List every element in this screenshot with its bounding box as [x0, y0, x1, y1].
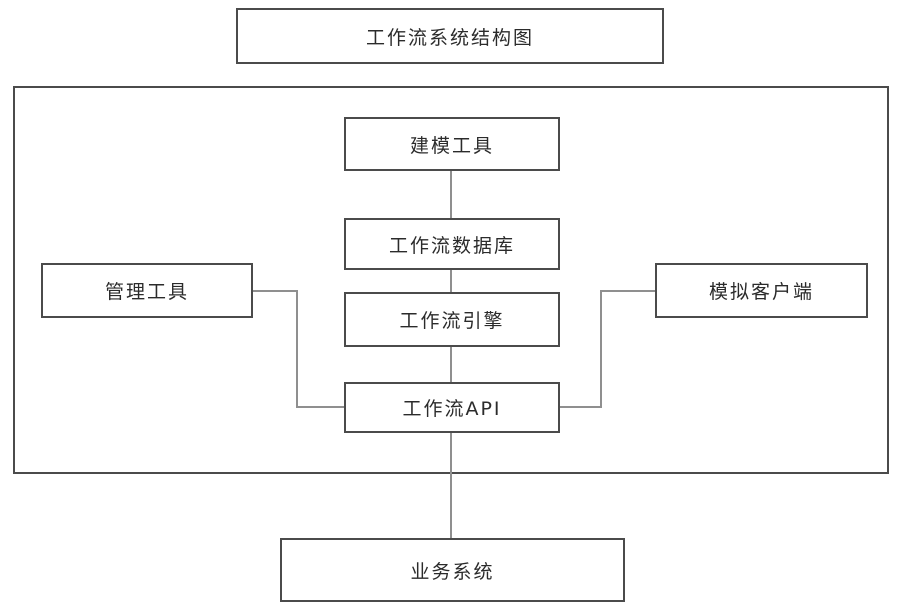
node-business-system: 业务系统	[280, 538, 625, 602]
node-workflow-api: 工作流API	[344, 382, 560, 433]
node-management-tool-label: 管理工具	[104, 281, 189, 303]
diagram-title: 工作流系统结构图	[365, 26, 534, 49]
diagram-title-box: 工作流系统结构图	[236, 8, 664, 64]
node-simulated-client: 模拟客户端	[655, 263, 868, 318]
connector-client-to-api-v	[600, 290, 602, 408]
connector-management-to-api-v	[296, 290, 298, 408]
connector-client-to-api-h2	[560, 406, 602, 408]
connector-management-to-api-h2	[296, 406, 344, 408]
node-management-tool: 管理工具	[41, 263, 253, 318]
node-simulated-client-label: 模拟客户端	[708, 281, 814, 303]
connector-modeling-to-database	[450, 171, 452, 218]
node-workflow-database: 工作流数据库	[344, 218, 560, 270]
node-workflow-engine-label: 工作流引擎	[399, 310, 505, 332]
node-modeling-tool-label: 建模工具	[409, 134, 494, 157]
connector-client-to-api-h1	[600, 290, 655, 292]
connector-management-to-api-h1	[253, 290, 298, 292]
connector-api-to-business	[450, 433, 452, 538]
node-business-system-label: 业务系统	[410, 560, 495, 583]
node-workflow-database-label: 工作流数据库	[388, 234, 515, 257]
node-modeling-tool: 建模工具	[344, 117, 560, 171]
connector-engine-to-api	[450, 347, 452, 382]
node-workflow-engine: 工作流引擎	[344, 292, 560, 347]
connector-database-to-engine	[450, 270, 452, 292]
node-workflow-api-label: 工作流API	[402, 398, 502, 420]
